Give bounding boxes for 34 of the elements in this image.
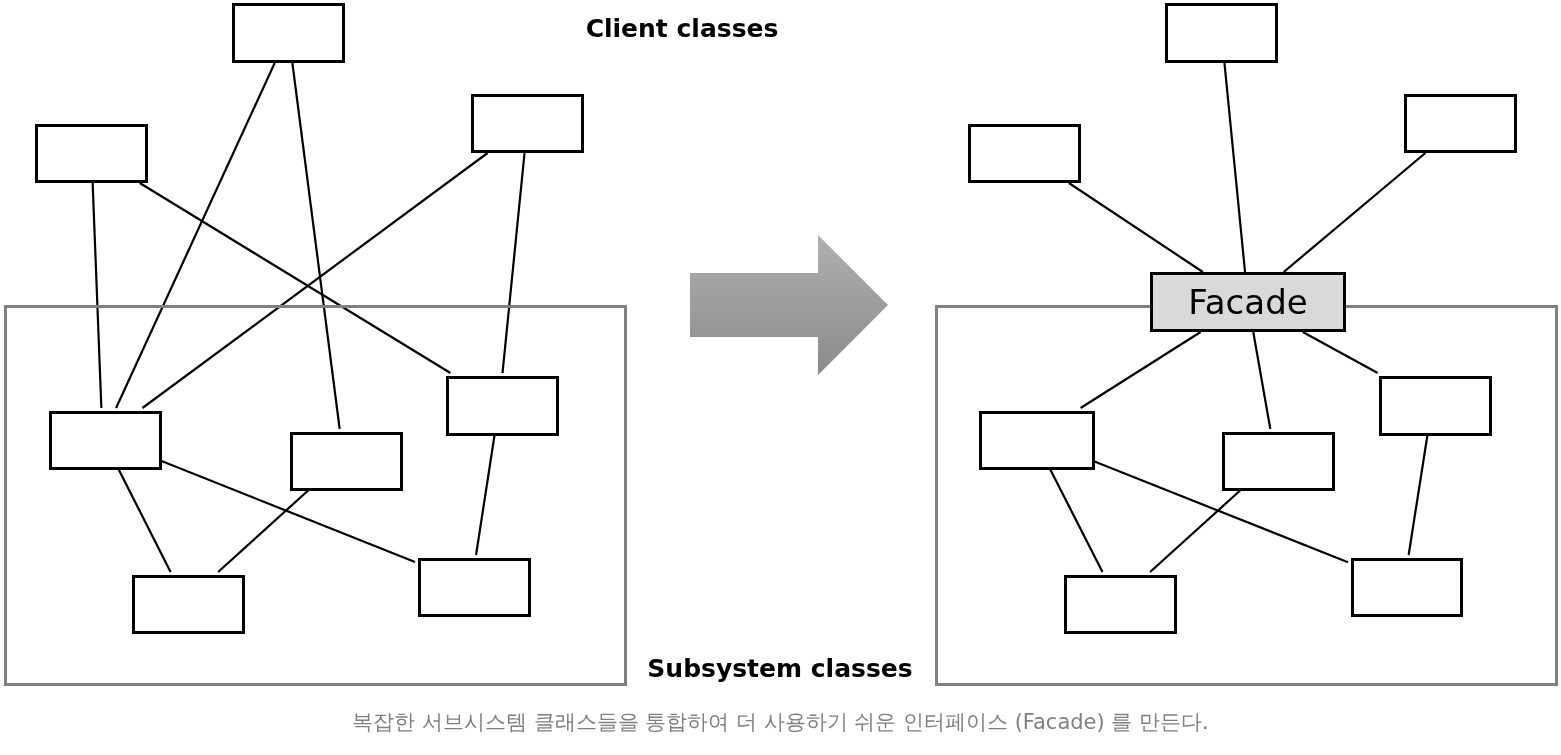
connector-line [1080, 331, 1202, 409]
class-box [1165, 3, 1278, 63]
class-box [49, 411, 162, 470]
caption: 복잡한 서브시스템 클래스들을 통합하여 더 사용하기 쉬운 인터페이스 (Facade) 를 만든다. [351, 709, 1210, 736]
class-box [1222, 432, 1335, 491]
class-box [35, 124, 148, 183]
connector-line [1283, 152, 1427, 273]
class-box [418, 558, 531, 617]
facade-label: Facade [1188, 282, 1308, 322]
class-box [446, 376, 559, 436]
connector-line [291, 62, 341, 430]
connector-line [139, 182, 451, 374]
connector-line [1223, 62, 1247, 273]
class-box [290, 432, 403, 491]
class-box [232, 3, 345, 63]
subsystem-container [4, 305, 627, 686]
connector-line [1252, 331, 1272, 430]
facade-box [1150, 272, 1346, 332]
section-heading: Client classes [585, 14, 779, 43]
connector-line [501, 152, 526, 374]
connector-line [91, 182, 103, 409]
connector-line [141, 152, 489, 409]
connector-line [1068, 182, 1204, 273]
class-box [1064, 575, 1177, 634]
class-box [1351, 558, 1463, 617]
connector-line [1302, 331, 1379, 374]
class-box [132, 575, 245, 634]
section-heading: Subsystem classes [647, 654, 913, 683]
connector-line [115, 62, 276, 409]
class-box [968, 124, 1081, 183]
class-box [1404, 94, 1517, 153]
class-box [1379, 376, 1492, 436]
class-box [979, 411, 1095, 470]
class-box [471, 94, 584, 153]
